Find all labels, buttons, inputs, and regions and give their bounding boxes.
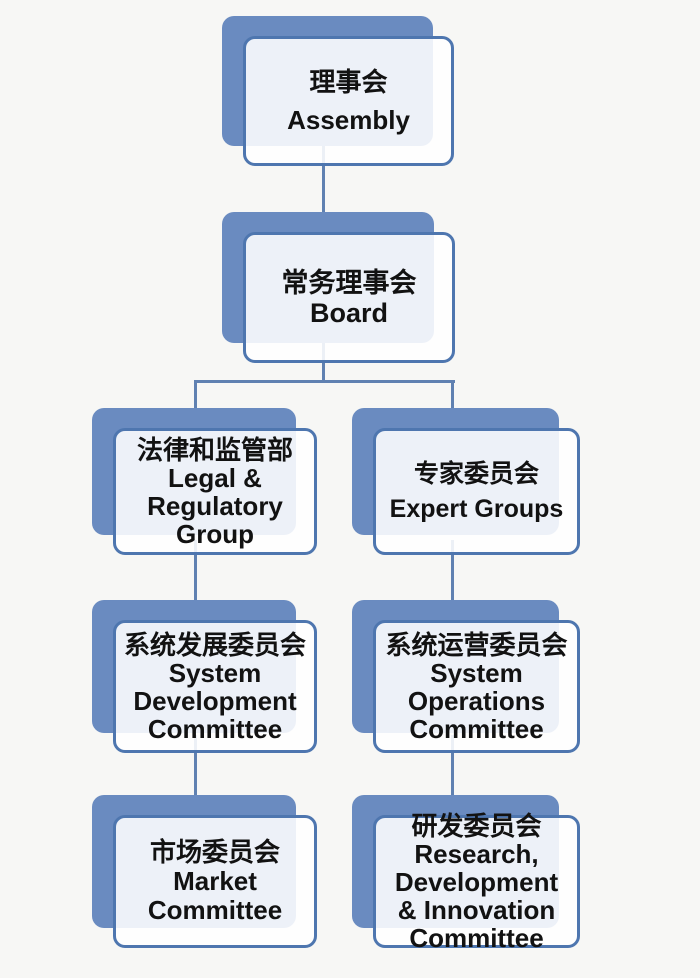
node-board-card: 常务理事会 Board bbox=[243, 232, 455, 363]
node-assembly-card: 理事会 Assembly bbox=[243, 36, 454, 166]
node-assembly-line-en: Assembly bbox=[287, 105, 410, 135]
node-rdi-card: 研发委员会 Research, Development & Innovation… bbox=[373, 810, 580, 952]
node-rdi-line-en2: Development bbox=[394, 866, 559, 897]
node-board-line-en: Board bbox=[309, 297, 388, 328]
node-rdi-line-zh: 研发委员会 bbox=[411, 810, 542, 841]
node-sysops-line-zh: 系统运营委员会 bbox=[385, 629, 568, 660]
connector-legal-sysdev bbox=[194, 540, 197, 605]
connector-sysdev-market bbox=[194, 735, 197, 800]
node-legal-line-en2: Regulatory bbox=[147, 490, 283, 521]
node-system-operations-committee: 系统运营委员会 System Operations Committee bbox=[352, 600, 580, 753]
node-market-line-en2: Committee bbox=[147, 895, 283, 925]
node-sysdev-line-en1: System bbox=[168, 657, 262, 688]
connector-board-expert bbox=[451, 380, 454, 412]
node-expert-card: 专家委员会 Expert Groups bbox=[373, 428, 580, 555]
node-sysdev-line-en2: Development bbox=[133, 685, 297, 716]
node-market-committee: 市场委员会 Market Committee bbox=[92, 795, 317, 948]
node-board-line-zh: 常务理事会 bbox=[281, 267, 417, 298]
node-system-development-committee: 系统发展委员会 System Development Committee bbox=[92, 600, 317, 753]
connector-sysops-rdi bbox=[451, 735, 454, 800]
node-legal-line-en3: Group bbox=[176, 518, 254, 549]
connector-assembly-board bbox=[322, 145, 325, 215]
node-rdi-line-en1: Research, bbox=[414, 838, 539, 869]
node-legal-regulatory-group: 法律和监管部 Legal & Regulatory Group bbox=[92, 408, 317, 555]
node-expert-groups: 专家委员会 Expert Groups bbox=[352, 408, 580, 555]
node-legal-card: 法律和监管部 Legal & Regulatory Group bbox=[113, 428, 317, 555]
node-rdi-line-en4: Committee bbox=[409, 922, 544, 953]
node-sysops-card: 系统运营委员会 System Operations Committee bbox=[373, 620, 580, 753]
node-market-card: 市场委员会 Market Committee bbox=[113, 815, 317, 948]
node-legal-line-en1: Legal & bbox=[168, 462, 262, 493]
connector-branch-horizontal bbox=[194, 380, 455, 383]
node-legal-line-zh: 法律和监管部 bbox=[136, 434, 293, 465]
node-market-line-en1: Market bbox=[173, 866, 257, 896]
node-expert-line-en: Expert Groups bbox=[389, 494, 564, 523]
node-sysdev-line-en3: Committee bbox=[147, 713, 283, 744]
node-board: 常务理事会 Board bbox=[222, 212, 455, 363]
connector-expert-sysops bbox=[451, 540, 454, 605]
node-rdi-line-en3: & Innovation bbox=[397, 894, 556, 925]
node-sysdev-card: 系统发展委员会 System Development Committee bbox=[113, 620, 317, 753]
connector-board-legal bbox=[194, 380, 197, 412]
node-expert-line-zh: 专家委员会 bbox=[413, 459, 539, 488]
node-sysops-line-en2: Operations bbox=[407, 685, 546, 716]
node-sysops-line-en3: Committee bbox=[409, 713, 544, 744]
node-sysops-line-en1: System bbox=[430, 657, 523, 688]
node-assembly-line-zh: 理事会 bbox=[309, 67, 388, 97]
node-research-development-innovation-committee: 研发委员会 Research, Development & Innovation… bbox=[352, 795, 580, 952]
node-sysdev-line-zh: 系统发展委员会 bbox=[123, 629, 306, 660]
node-assembly: 理事会 Assembly bbox=[222, 16, 454, 166]
node-market-line-zh: 市场委员会 bbox=[149, 837, 280, 867]
